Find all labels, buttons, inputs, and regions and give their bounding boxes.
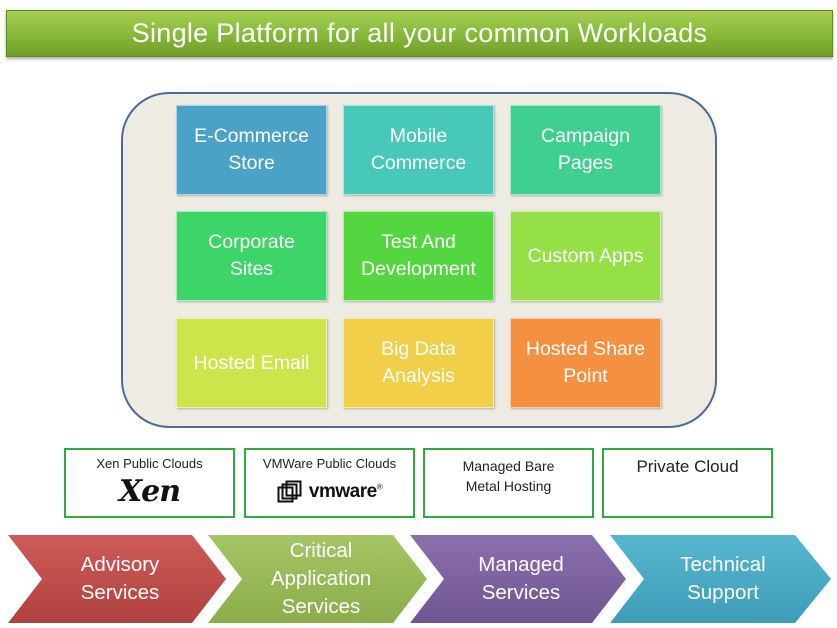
page-title: Single Platform for all your common Work… [131,18,708,48]
cloud-box-vmware: VMWare Public Clouds vmware® [244,448,415,518]
cloud-box-private: Private Cloud [602,448,773,518]
cloud-title-xen: Xen Public Clouds [96,456,203,471]
tile-hosted-share-point: Hosted Share Point [510,318,661,408]
tile-hosted-email: Hosted Email [176,318,327,408]
cloud-title-vmware: VMWare Public Clouds [262,456,397,471]
registered-mark: ® [376,482,383,492]
vmware-logo: vmware® [246,480,413,504]
tile-big-data-analysis: Big Data Analysis [343,318,494,408]
tile-custom-apps: Custom Apps [510,211,661,301]
cloud-title-bare-metal: Managed Bare Metal Hosting [462,458,555,494]
tile-campaign-pages: Campaign Pages [510,105,661,195]
cloud-box-bare-metal: Managed Bare Metal Hosting [423,448,594,518]
vmware-squares-icon [277,480,302,503]
tile-mobile-commerce: Mobile Commerce [343,105,494,195]
cloud-title-private: Private Cloud [636,457,739,476]
cloud-box-xen: Xen Public Clouds Xen [64,448,235,518]
chevron-advisory [8,535,226,623]
xen-logo: Xen [118,474,181,509]
tile-ecommerce-store: E-Commerce Store [176,105,327,195]
service-managed: Managed Services [478,553,564,604]
service-critical-application: Critical Application Services [270,539,372,618]
chevron-critical [208,535,427,623]
chevron-managed [410,535,626,623]
chevron-support [610,535,831,623]
service-advisory: Advisory Services [80,553,160,604]
page-title-banner: Single Platform for all your common Work… [6,10,833,57]
tile-test-and-development: Test And Development [343,211,494,301]
vmware-wordmark: vmware® [308,481,383,503]
vmware-wordmark-text: vmware [308,481,377,502]
tile-corporate-sites: Corporate Sites [176,211,327,301]
service-technical-support: Technical Support [680,553,766,604]
services-chevrons [8,535,831,623]
